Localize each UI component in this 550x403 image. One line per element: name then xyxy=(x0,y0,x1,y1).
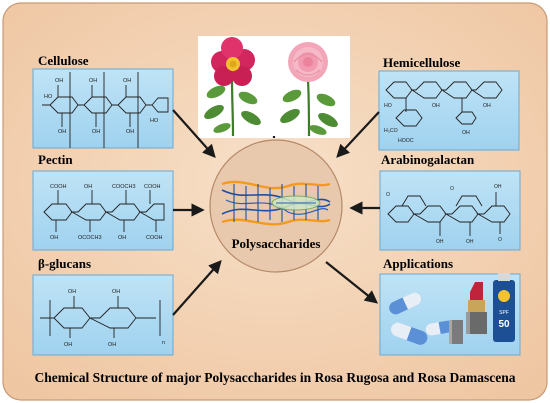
pectin-label: Pectin xyxy=(38,152,73,167)
svg-text:OH: OH xyxy=(494,184,502,190)
svg-text:OH: OH xyxy=(112,289,120,295)
svg-text:HO: HO xyxy=(384,103,392,109)
cellulose-structure xyxy=(42,72,169,148)
pectin-structure xyxy=(43,190,165,232)
cellulose-label: Cellulose xyxy=(38,53,89,68)
pectin-group-label: COOH xyxy=(144,184,161,190)
svg-text:OH: OH xyxy=(126,129,134,135)
arabinogalactan-atoms: O O OH OH OH O xyxy=(386,184,502,245)
spf-value: 50 xyxy=(498,319,510,330)
svg-text:OH: OH xyxy=(89,78,97,84)
pectin-group-label: COOH xyxy=(50,184,67,190)
pectin-group-label: OH xyxy=(84,184,92,190)
svg-text:O: O xyxy=(498,237,502,243)
arrow-hemicellulose xyxy=(336,111,380,158)
svg-text:n: n xyxy=(162,340,165,346)
arabinogalactan-label: Arabinogalactan xyxy=(381,152,475,167)
pectin-group-label: OH xyxy=(118,235,126,241)
svg-text:OH: OH xyxy=(123,78,131,84)
arrow-cellulose xyxy=(172,109,216,158)
svg-text:HO: HO xyxy=(44,94,53,100)
cellulose-panel xyxy=(32,68,174,149)
svg-text:O: O xyxy=(450,186,454,192)
svg-text:OH: OH xyxy=(68,289,76,295)
glucans-atoms: OH OH OH OH n xyxy=(64,289,165,348)
svg-text:OH: OH xyxy=(64,342,72,348)
center-label: Polysaccharides xyxy=(231,236,321,251)
capsule-pill xyxy=(389,292,422,315)
pectin-group-label: OCOCH3 xyxy=(78,235,102,241)
pectin-group-label: COOH xyxy=(146,235,163,241)
rose-flowers-image xyxy=(198,36,350,138)
capsule-pill xyxy=(390,322,428,345)
lipstick-icon xyxy=(449,282,487,344)
rosa-rugosa-flower xyxy=(211,37,255,86)
hemicellulose-label: Hemicellulose xyxy=(383,55,461,70)
svg-text:OH: OH xyxy=(466,239,474,245)
svg-text:OH: OH xyxy=(432,103,440,109)
svg-text:OH: OH xyxy=(55,78,63,84)
arrow-applications xyxy=(325,261,379,304)
glucans-structure xyxy=(40,296,161,338)
arabinogalactan-panel xyxy=(379,170,521,251)
pectin-group-label: COOCH3 xyxy=(112,184,136,190)
cellulose-atoms: OH OH OH OH OH OH HO HO xyxy=(44,78,159,135)
svg-text:HO: HO xyxy=(150,118,159,124)
svg-text:OH: OH xyxy=(58,129,66,135)
rosa-damascena-flower xyxy=(288,42,328,82)
svg-text:OH: OH xyxy=(436,239,444,245)
spf-label: SPF xyxy=(499,310,509,316)
svg-text:HOOC: HOOC xyxy=(398,138,414,144)
arrow-glucans xyxy=(172,260,222,316)
applications-items: SPF 50 xyxy=(389,273,515,345)
svg-text:H₃CO: H₃CO xyxy=(384,128,398,134)
hemicellulose-panel xyxy=(378,70,520,151)
svg-text:O: O xyxy=(386,192,390,198)
hemicellulose-structure xyxy=(385,81,503,127)
polysaccharide-strands xyxy=(221,180,331,226)
glucans-label: β-glucans xyxy=(38,256,92,271)
figure-caption: Chemical Structure of major Polysacchari… xyxy=(34,370,516,385)
svg-text:OH: OH xyxy=(92,129,100,135)
pectin-panel xyxy=(32,170,174,251)
hemicellulose-atoms: HO OH OH H₃CO HOOC OH xyxy=(384,103,491,144)
pectin-group-label: OH xyxy=(50,235,58,241)
arabinogalactan-structure xyxy=(387,192,511,236)
arrows xyxy=(172,109,380,316)
pectin-groups: COOH COOCH3 COOH OH OH OCOCH3 OH COOH xyxy=(50,184,163,241)
svg-text:OH: OH xyxy=(108,342,116,348)
svg-text:OH: OH xyxy=(462,130,470,136)
sunscreen-icon: SPF 50 xyxy=(493,273,515,342)
applications-label: Applications xyxy=(383,256,454,271)
svg-text:OH: OH xyxy=(483,103,491,109)
